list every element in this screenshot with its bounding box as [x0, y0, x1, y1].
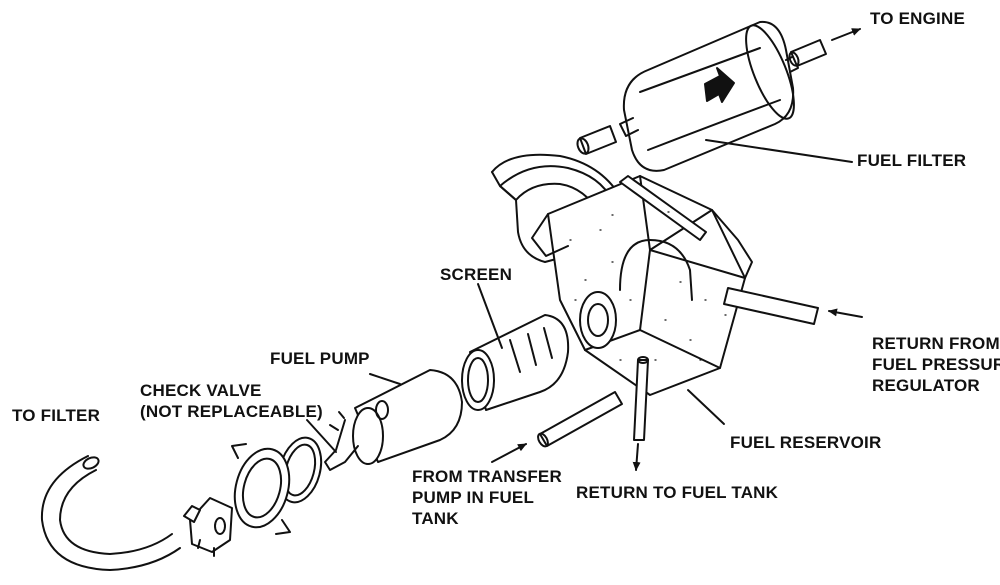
filter-inlet-hose	[576, 125, 617, 155]
to-filter-label: TO FILTER	[12, 406, 101, 425]
to-engine-label: TO ENGINE	[870, 9, 966, 28]
from-transfer-arrow	[491, 443, 527, 463]
from-transfer-line-1: FROM TRANSFER	[412, 467, 562, 486]
lock-ring	[231, 443, 291, 535]
check-valve-line-2: (NOT REPLACEABLE)	[140, 402, 323, 421]
check-valve-line-1: CHECK VALVE	[140, 381, 262, 400]
fuel-pump	[324, 369, 463, 471]
from-transfer-line-3: TANK	[412, 509, 459, 528]
return-from-line-3: REGULATOR	[872, 376, 980, 395]
screen-leader	[477, 283, 503, 349]
check-valve	[183, 497, 233, 557]
from-transfer-label: FROM TRANSFER PUMP IN FUEL TANK	[412, 466, 562, 529]
from-transfer-line-2: PUMP IN FUEL	[412, 488, 535, 507]
return-tank-tube	[633, 356, 649, 441]
fuel-filter	[619, 20, 799, 172]
screen	[461, 314, 570, 411]
fuel-pump-leader	[369, 373, 401, 385]
return-from-arrow	[828, 308, 863, 318]
engine-hose	[788, 39, 827, 67]
check-valve-label: CHECK VALVE (NOT REPLACEABLE)	[140, 380, 323, 422]
screen-label: SCREEN	[440, 265, 513, 284]
return-regulator-hose	[723, 287, 819, 325]
check-valve-leader	[306, 419, 337, 453]
return-tank-arrow	[632, 443, 641, 471]
transfer-hose	[537, 391, 623, 448]
fuel-reservoir-leader	[687, 389, 725, 425]
fuel-reservoir-label: FUEL RESERVOIR	[730, 433, 882, 452]
return-from-label: RETURN FROM FUEL PRESSURE REGULATOR	[872, 333, 1000, 396]
fuel-pump-label: FUEL PUMP	[270, 349, 370, 368]
return-from-line-2: FUEL PRESSURE	[872, 355, 1000, 374]
fuel-filter-leader	[705, 139, 853, 163]
return-to-tank-label: RETURN TO FUEL TANK	[576, 483, 779, 502]
hose-to-filter	[40, 455, 181, 571]
to-engine-arrow	[831, 28, 861, 41]
return-from-line-1: RETURN FROM	[872, 334, 1000, 353]
fuel-reservoir	[491, 153, 753, 396]
fuel-filter-label: FUEL FILTER	[857, 151, 967, 170]
